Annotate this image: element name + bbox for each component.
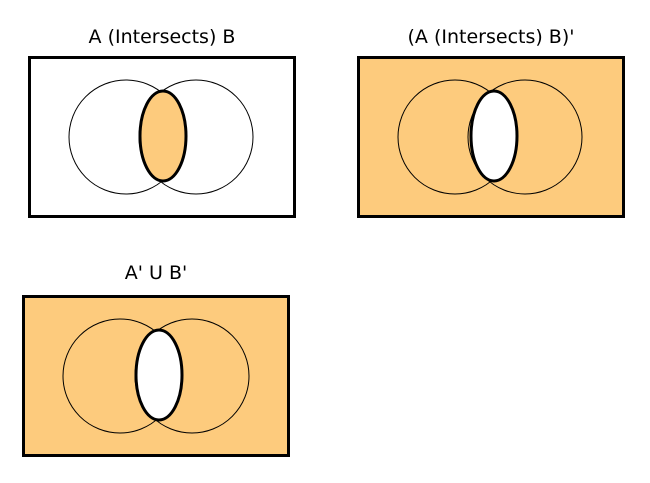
intersection-lens <box>469 89 519 183</box>
intersection-lens <box>134 328 184 422</box>
venn-panel-intersection: A (Intersects) B <box>28 18 296 218</box>
panel-title: A' U B' <box>124 262 188 284</box>
venn-panel-union-of-complements: A' U B' <box>22 255 290 458</box>
venn-diagram <box>22 295 290 457</box>
venn-diagram <box>28 56 296 218</box>
panel-title: (A (Intersects) B)' <box>407 26 575 48</box>
set-b-circle <box>467 79 583 195</box>
panel-title: A (Intersects) B <box>88 26 236 48</box>
venn-diagram <box>357 56 625 218</box>
venn-panel-complement-of-intersection: (A (Intersects) B)' <box>357 18 625 218</box>
intersection-lens <box>138 89 188 183</box>
